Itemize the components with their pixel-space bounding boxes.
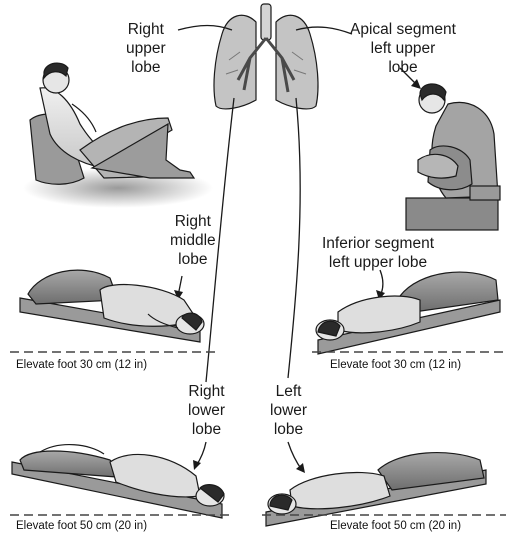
label-line: lower bbox=[270, 401, 307, 420]
label-line: lobe bbox=[170, 250, 216, 269]
label-line: lobe bbox=[126, 58, 166, 77]
label-line: Apical segment bbox=[350, 20, 456, 39]
figure-lying-mid-right bbox=[316, 272, 500, 354]
caption-bottom-right: Elevate foot 50 cm (20 in) bbox=[330, 519, 461, 533]
label-line: upper bbox=[126, 39, 166, 58]
label-line: Right bbox=[126, 20, 166, 39]
label-line: Left bbox=[270, 382, 307, 401]
label-right-middle-lobe: Right middle lobe bbox=[170, 212, 216, 269]
label-line: lobe bbox=[350, 58, 456, 77]
label-line: left upper lobe bbox=[322, 253, 434, 272]
leader-left-lower bbox=[288, 98, 300, 378]
caption-mid-right: Elevate foot 30 cm (12 in) bbox=[330, 358, 461, 372]
caption-mid-left: Elevate foot 30 cm (12 in) bbox=[16, 358, 147, 372]
label-line: left upper bbox=[350, 39, 456, 58]
label-line: Right bbox=[170, 212, 216, 231]
label-line: Inferior segment bbox=[322, 234, 434, 253]
figure-lying-bottom-left bbox=[12, 445, 224, 518]
label-apical-segment: Apical segment left upper lobe bbox=[350, 20, 456, 77]
trachea bbox=[261, 4, 271, 40]
label-line: middle bbox=[170, 231, 216, 250]
label-line: lower bbox=[188, 401, 225, 420]
label-line: lobe bbox=[188, 420, 225, 439]
figure-lying-mid-left bbox=[20, 270, 204, 342]
label-right-upper-lobe: Right upper lobe bbox=[126, 20, 166, 77]
label-inferior-segment: Inferior segment left upper lobe bbox=[322, 234, 434, 272]
figure-sitting-forward bbox=[406, 84, 500, 230]
label-line: Right bbox=[188, 382, 225, 401]
caption-bottom-left: Elevate foot 50 cm (20 in) bbox=[16, 519, 147, 533]
lungs bbox=[214, 4, 318, 109]
label-left-lower-lobe: Left lower lobe bbox=[270, 382, 307, 439]
label-right-lower-lobe: Right lower lobe bbox=[188, 382, 225, 439]
label-line: lobe bbox=[270, 420, 307, 439]
figure-sitting-reclined bbox=[23, 63, 213, 208]
